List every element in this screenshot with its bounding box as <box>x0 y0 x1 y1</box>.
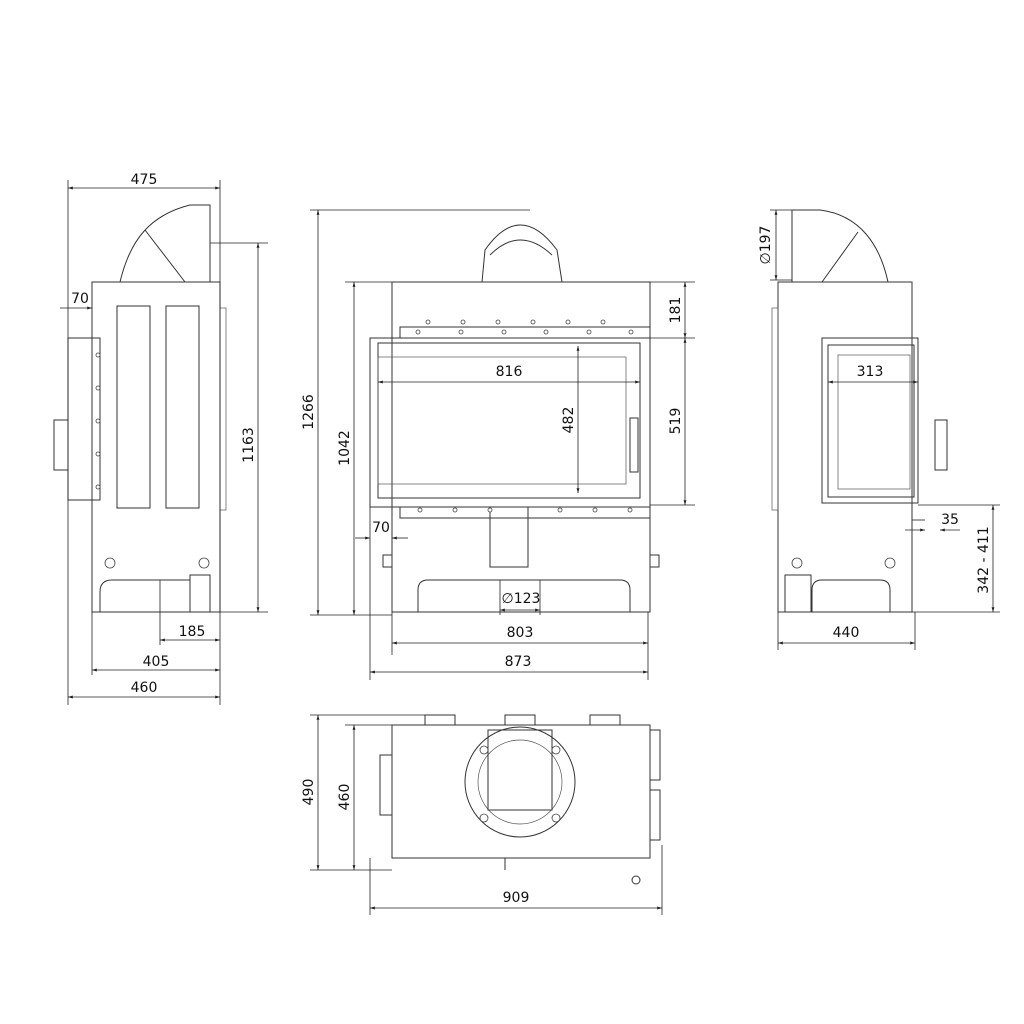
dim-70-left: 70 <box>71 291 89 307</box>
top-view <box>379 714 661 885</box>
dim-313: 313 <box>857 364 884 380</box>
dim-185: 185 <box>179 624 206 640</box>
dim-35: 35 <box>941 512 959 528</box>
dim-1042: 1042 <box>337 430 353 466</box>
dim-460-left: 460 <box>131 680 158 696</box>
dim-803: 803 <box>507 625 534 641</box>
dim-70-front: 70 <box>372 520 390 536</box>
right-side-view <box>771 209 948 613</box>
front-view <box>369 224 660 613</box>
dim-482: 482 <box>561 407 577 434</box>
dim-475: 475 <box>131 172 158 188</box>
dim-909: 909 <box>503 890 530 906</box>
dim-1163: 1163 <box>241 427 257 463</box>
top-dimension-lines <box>310 714 663 915</box>
dim-816: 816 <box>496 364 523 380</box>
front-dimension-lines <box>310 209 695 680</box>
left-side-view <box>53 204 227 613</box>
dim-519: 519 <box>668 408 684 435</box>
right-dimension-lines <box>770 209 1000 650</box>
dim-873: 873 <box>505 654 532 670</box>
dim-diameter-197: ∅197 <box>758 226 774 265</box>
dim-440: 440 <box>833 625 860 641</box>
dim-490: 490 <box>301 779 317 806</box>
dim-diameter-123: ∅123 <box>502 591 541 607</box>
dim-1266: 1266 <box>301 394 317 430</box>
dim-405: 405 <box>143 654 170 670</box>
dim-460-top: 460 <box>337 784 353 811</box>
left-dimension-lines <box>60 180 268 705</box>
dim-342-411: 342 - 411 <box>976 526 992 593</box>
dim-181: 181 <box>668 297 684 324</box>
